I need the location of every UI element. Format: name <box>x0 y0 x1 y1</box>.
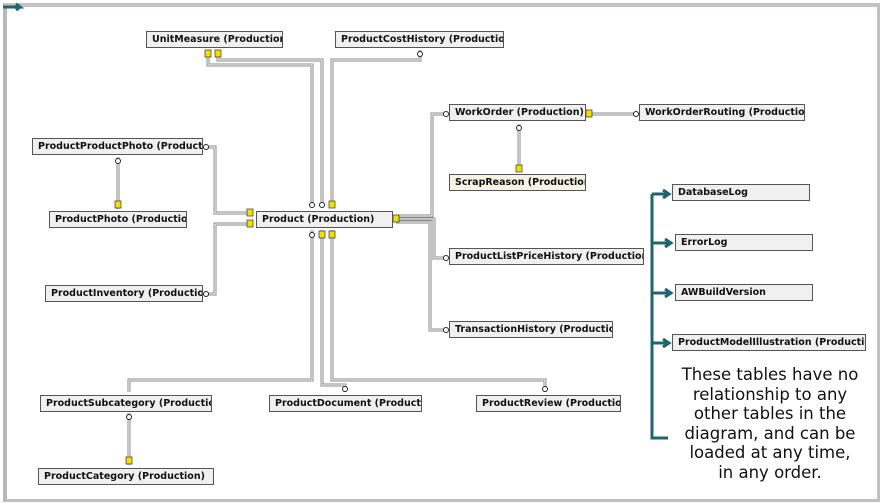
key-icon <box>246 208 254 217</box>
relationship-line-inner <box>396 113 446 217</box>
table-work-order[interactable]: WorkOrder (Production) <box>449 104 586 121</box>
relationship-line[interactable] <box>127 230 314 392</box>
table-aw-build-version[interactable]: AWBuildVersion <box>675 284 813 301</box>
key-icon <box>125 456 133 465</box>
infinity-icon <box>443 111 449 117</box>
infinity-icon <box>516 125 522 131</box>
infinity-icon <box>443 255 449 261</box>
table-error-log[interactable]: ErrorLog <box>675 234 813 251</box>
table-product-photo[interactable]: ProductPhoto (Production) <box>49 211 187 228</box>
relationship-line[interactable] <box>206 50 314 207</box>
infinity-icon <box>342 386 348 392</box>
note-line: other tables in the <box>693 404 847 423</box>
table-product-review[interactable]: ProductReview (Production) <box>476 395 621 412</box>
relationship-line-inner <box>396 221 446 331</box>
relationship-line-inner <box>207 50 313 207</box>
infinity-icon <box>309 202 315 208</box>
table-product-document[interactable]: ProductDocument (Production) <box>269 395 422 412</box>
key-icon <box>214 49 222 58</box>
infinity-icon <box>417 51 423 57</box>
infinity-icon <box>319 202 325 208</box>
infinity-icon <box>633 111 639 117</box>
key-icon <box>318 230 326 239</box>
table-product-cost-history[interactable]: ProductCostHistory (Production) <box>335 31 504 48</box>
infinity-icon <box>115 158 121 164</box>
relationship-line[interactable] <box>216 50 324 207</box>
table-product-subcategory[interactable]: ProductSubcategory (Production) <box>40 395 212 412</box>
annotation-note: These tables have no relationship to any… <box>660 365 880 482</box>
diagram-canvas <box>3 3 880 502</box>
infinity-icon <box>443 327 449 333</box>
key-icon <box>392 214 400 223</box>
table-scrap-reason[interactable]: ScrapReason (Production) <box>449 174 586 191</box>
infinity-icon <box>203 144 209 150</box>
key-icon <box>585 109 593 118</box>
relationship-line[interactable] <box>396 220 446 332</box>
note-line: in any order. <box>718 462 822 482</box>
key-icon <box>204 49 212 58</box>
table-product[interactable]: Product (Production) <box>256 211 393 228</box>
infinity-icon <box>203 291 209 297</box>
relationship-line-inner <box>206 223 252 295</box>
relationship-line-inner <box>396 218 446 259</box>
table-unit-measure[interactable]: UnitMeasure (Production) <box>146 31 283 48</box>
table-transaction-history[interactable]: TransactionHistory (Production) <box>449 321 613 338</box>
relationship-line-inner <box>217 50 323 207</box>
relationship-line[interactable] <box>330 50 422 207</box>
infinity-icon <box>126 414 132 420</box>
table-work-order-routing[interactable]: WorkOrderRouting (Production) <box>639 104 805 121</box>
table-product-list-price-history[interactable]: ProductListPriceHistory (Production) <box>449 248 644 265</box>
key-icon <box>328 230 336 239</box>
note-line: loaded at any time, <box>689 443 851 462</box>
key-icon <box>328 200 336 209</box>
corner-arrow-icon <box>3 2 25 12</box>
note-line: diagram, and can be <box>684 423 856 443</box>
relationship-line[interactable] <box>396 217 446 260</box>
relationship-line-inner <box>128 230 313 392</box>
table-product-inventory[interactable]: ProductInventory (Production) <box>45 285 203 302</box>
note-line: These tables have no <box>681 365 859 384</box>
table-product-model-illustration[interactable]: ProductModelIllustration (Production) <box>672 334 866 351</box>
table-product-product-photo[interactable]: ProductProductPhoto (Production) <box>32 138 203 155</box>
key-icon <box>515 164 523 173</box>
table-database-log[interactable]: DatabaseLog <box>672 184 810 201</box>
table-product-category[interactable]: ProductCategory (Production) <box>38 468 214 485</box>
note-line: relationship to any <box>692 384 848 404</box>
infinity-icon <box>309 232 315 238</box>
relationship-line-inner <box>331 50 421 207</box>
annotation-bracket <box>650 188 674 440</box>
relationship-line-inner <box>206 146 252 214</box>
relationship-line[interactable] <box>206 145 252 215</box>
key-icon <box>114 200 122 209</box>
relationship-line[interactable] <box>206 222 252 296</box>
infinity-icon <box>542 386 548 392</box>
relationship-line[interactable] <box>396 112 446 218</box>
key-icon <box>246 219 254 228</box>
